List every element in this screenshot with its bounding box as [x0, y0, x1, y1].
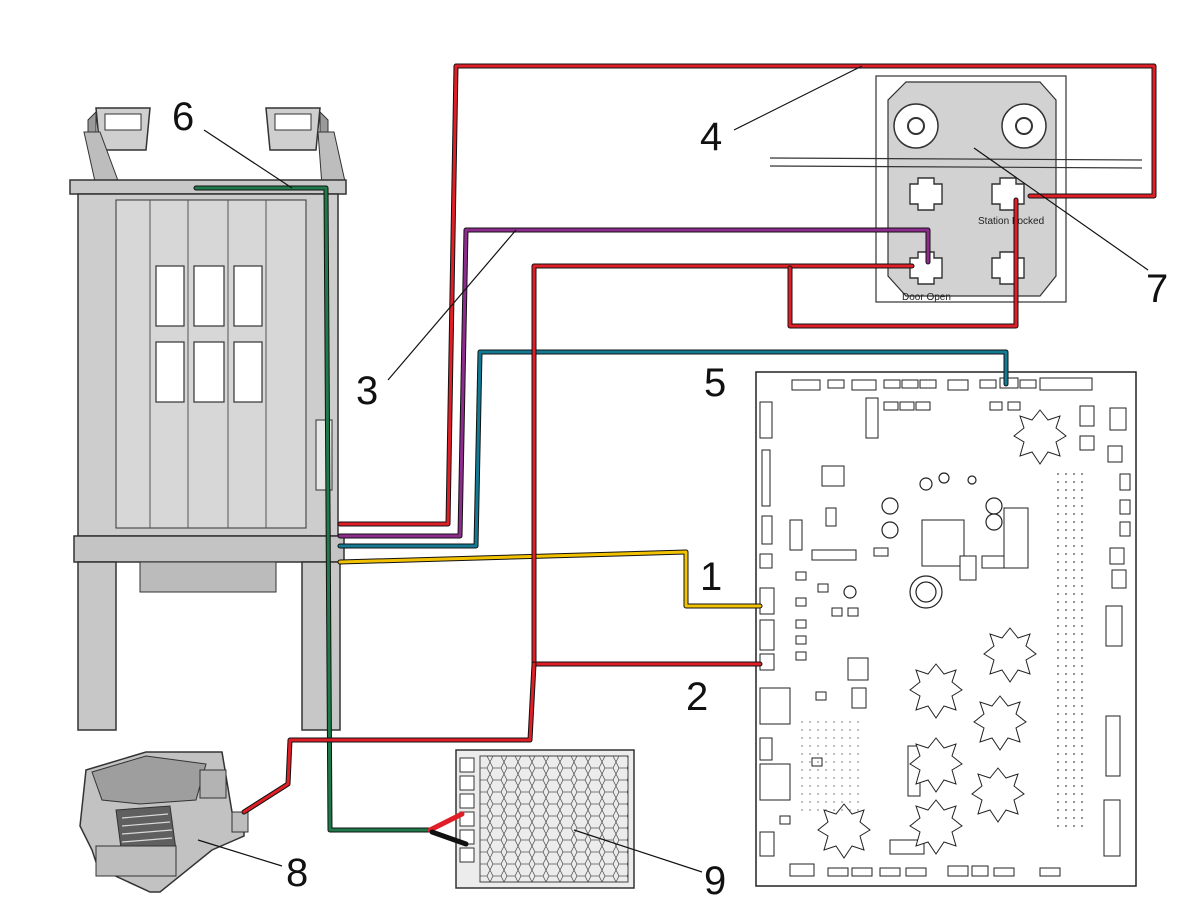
callout-7: 7	[1146, 267, 1168, 311]
callout-2: 2	[686, 675, 708, 719]
power-supply-icon	[455, 749, 635, 889]
psu-lead-black	[429, 829, 469, 847]
connector	[791, 379, 821, 391]
rj-port-top-left	[909, 177, 943, 211]
callout-3: 3	[356, 369, 378, 413]
heatsink	[1013, 409, 1067, 465]
leader-9	[573, 829, 703, 873]
callout-4: 4	[700, 115, 722, 159]
right-light-icon	[265, 107, 329, 151]
leader-8	[197, 839, 283, 867]
cabinet-icon	[69, 107, 347, 731]
cabinet-windows	[155, 265, 263, 403]
leader-6	[203, 129, 293, 189]
leader-4	[733, 65, 863, 131]
callout-5: 5	[704, 361, 726, 405]
station-locked-label: Station Locked	[978, 216, 1044, 227]
callout-9: 9	[704, 859, 726, 900]
callout-1: 1	[700, 555, 722, 599]
psu-lead-red	[427, 811, 465, 833]
foot-pedal-icon	[79, 751, 249, 893]
callout-6: 6	[172, 95, 194, 139]
circuit-board-icon	[755, 371, 1137, 887]
leader-7	[973, 147, 1149, 271]
interface-box-icon: Station Locked Door Open	[769, 75, 1143, 303]
leader-lines	[197, 65, 1149, 873]
door-open-label: Door Open	[902, 292, 951, 303]
wires	[193, 63, 1157, 847]
left-light-icon	[87, 107, 151, 151]
callouts: 6 4 3 5 7 1 2 8 9	[172, 95, 1168, 900]
leader-3	[387, 229, 517, 381]
callout-8: 8	[286, 851, 308, 895]
rj-port-door-open	[909, 251, 943, 285]
